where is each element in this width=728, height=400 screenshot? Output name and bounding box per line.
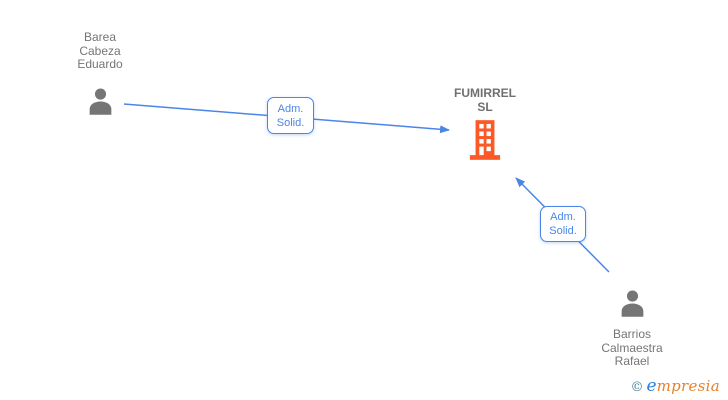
node-company-fumirrel[interactable]: FUMIRREL SL <box>425 86 545 166</box>
watermark-brand-rest: mpresia <box>656 377 720 395</box>
person2-label-line2: Calmaestra <box>601 340 663 355</box>
company-label-line2: SL <box>477 99 493 114</box>
watermark-brand-initial: e <box>646 376 657 396</box>
company-label: FUMIRREL SL <box>425 86 545 114</box>
edge2-label: Adm. Solid. <box>540 206 586 242</box>
person-icon <box>617 287 648 324</box>
edge1-label-line2: Solid. <box>276 116 305 129</box>
person1-label-line1: Barea <box>83 30 117 44</box>
company-label-line1: FUMIRREL <box>454 86 516 100</box>
person1-label: Barea Cabeza Eduardo <box>30 30 170 72</box>
node-person-barrios[interactable]: Barrios Calmaestra Rafael <box>572 287 692 369</box>
edge1-label: Adm. Solid. <box>267 97 314 134</box>
person2-label-line3: Rafael <box>614 354 650 368</box>
edge2-label-line2: Solid. <box>549 225 577 237</box>
person-icon <box>85 85 116 122</box>
person2-label: Barrios Calmaestra Rafael <box>572 327 692 369</box>
copyright-icon: © <box>630 380 644 395</box>
empresia-watermark: ©empresia <box>631 376 720 396</box>
edge1-label-line1: Adm. <box>277 102 304 115</box>
person1-label-line3: Eduardo <box>77 57 123 71</box>
person2-label-line1: Barrios <box>612 327 651 341</box>
edge2-label-line1: Adm. <box>550 211 576 223</box>
node-person-barea[interactable]: Barea Cabeza Eduardo <box>30 30 170 122</box>
person1-label-line2: Cabeza <box>79 43 121 58</box>
building-icon <box>468 119 502 166</box>
